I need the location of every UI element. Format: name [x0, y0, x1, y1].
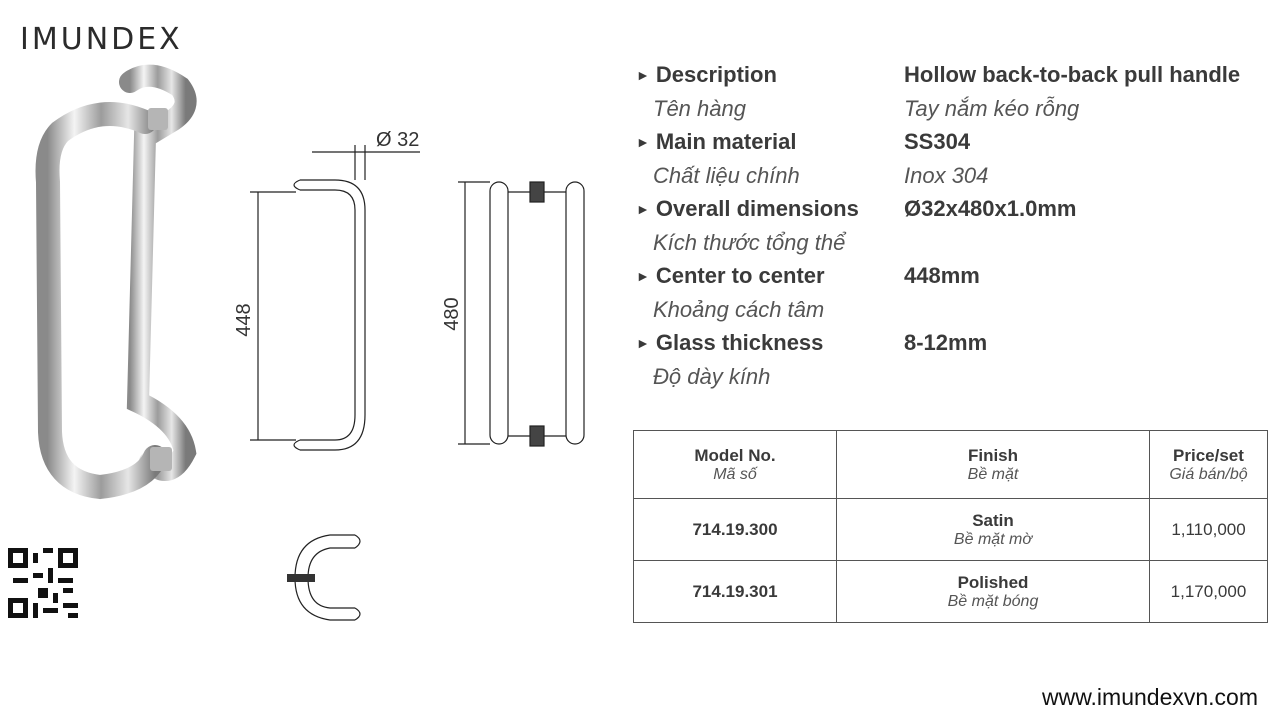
spec-value-vi: Tay nắm kéo rỗng — [904, 96, 1080, 121]
top-view-drawing — [287, 534, 361, 621]
header-title: Price/set — [1173, 445, 1244, 465]
bullet-arrow-icon: ► — [636, 134, 650, 150]
spec-row-material: ► Main material Chất liệu chính SS304 Ino… — [636, 129, 1276, 196]
table-row: 714.19.301 Polished Bề mặt bóng 1,170,00… — [633, 560, 1268, 623]
spec-label-vi: Độ dày kính — [653, 364, 771, 389]
length-dimension-label: 480 — [441, 297, 463, 330]
table-row: 714.19.300 Satin Bề mặt mờ 1,110,000 — [633, 498, 1268, 561]
spec-label: Description — [655, 62, 777, 87]
finish-name-vi: Bề mặt mờ — [953, 530, 1033, 548]
header-model: Model No. Mã số — [633, 430, 837, 499]
model-cell: 714.19.300 — [633, 498, 837, 561]
spec-value: Ø32x480x1.0mm — [904, 196, 1077, 221]
product-photo — [35, 64, 197, 500]
spec-label-vi: Tên hàng — [653, 96, 746, 121]
header-sub: Mã số — [713, 465, 757, 483]
qr-code — [8, 548, 78, 618]
dimension-drawing: Ø 32 448 480 — [233, 129, 585, 451]
finish-cell: Satin Bề mặt mờ — [836, 498, 1150, 561]
spec-row-center: ► Center to center Khoảng cách tâm 448mm — [636, 263, 1276, 330]
header-sub: Giá bán/bộ — [1169, 465, 1248, 483]
price-table: Model No. Mã số Finish Bề mặt Price/set … — [633, 430, 1268, 623]
spec-row-dimensions: ►Overall dimensions Kích thước tổng thể … — [636, 196, 1276, 263]
spec-value: 8-12mm — [904, 330, 988, 355]
header-title: Finish — [967, 445, 1019, 465]
bullet-arrow-icon: ► — [636, 67, 650, 83]
spec-label-vi: Khoảng cách tâm — [653, 297, 825, 322]
model-cell: 714.19.301 — [633, 560, 837, 623]
table-header-row: Model No. Mã số Finish Bề mặt Price/set … — [633, 430, 1268, 499]
finish-cell: Polished Bề mặt bóng — [836, 560, 1150, 623]
center-dimension-label: 448 — [233, 303, 255, 336]
header-sub: Bề mặt — [967, 465, 1019, 483]
header-price: Price/set Giá bán/bộ — [1149, 430, 1268, 499]
diameter-label: Ø 32 — [376, 129, 419, 151]
spec-label: Center to center — [655, 263, 825, 288]
spec-label-vi: Kích thước tổng thể — [653, 230, 846, 255]
bullet-arrow-icon: ► — [636, 268, 650, 284]
spec-label: Overall dimensions — [655, 196, 859, 221]
header-title: Model No. — [694, 445, 776, 465]
price-cell: 1,110,000 — [1149, 498, 1268, 561]
spec-list: ► Description Tên hàng Hollow back-to-bac… — [636, 62, 1276, 397]
spec-row-glass: ► Glass thickness Độ dày kính 8-12mm — [636, 330, 1276, 397]
brand-logo: IMUNDEX — [20, 22, 183, 57]
bullet-arrow-icon: ► — [636, 201, 650, 217]
website-link[interactable]: www.imundexvn.com — [1041, 684, 1258, 710]
spec-value: SS304 — [904, 129, 971, 154]
spec-row-description: ► Description Tên hàng Hollow back-to-bac… — [636, 62, 1276, 129]
spec-value: 448mm — [904, 263, 980, 288]
header-finish: Finish Bề mặt — [836, 430, 1150, 499]
bullet-arrow-icon: ► — [636, 335, 650, 351]
spec-label: Main material — [655, 129, 797, 154]
spec-value: Hollow back-to-back pull handle — [904, 62, 1241, 87]
price-cell: 1,170,000 — [1149, 560, 1268, 623]
spec-label: Glass thickness — [655, 330, 824, 355]
spec-value-vi: Inox 304 — [904, 163, 989, 188]
spec-label-vi: Chất liệu chính — [653, 163, 800, 188]
finish-name: Polished — [957, 572, 1029, 592]
finish-name-vi: Bề mặt bóng — [947, 592, 1039, 610]
finish-name: Satin — [972, 510, 1014, 530]
